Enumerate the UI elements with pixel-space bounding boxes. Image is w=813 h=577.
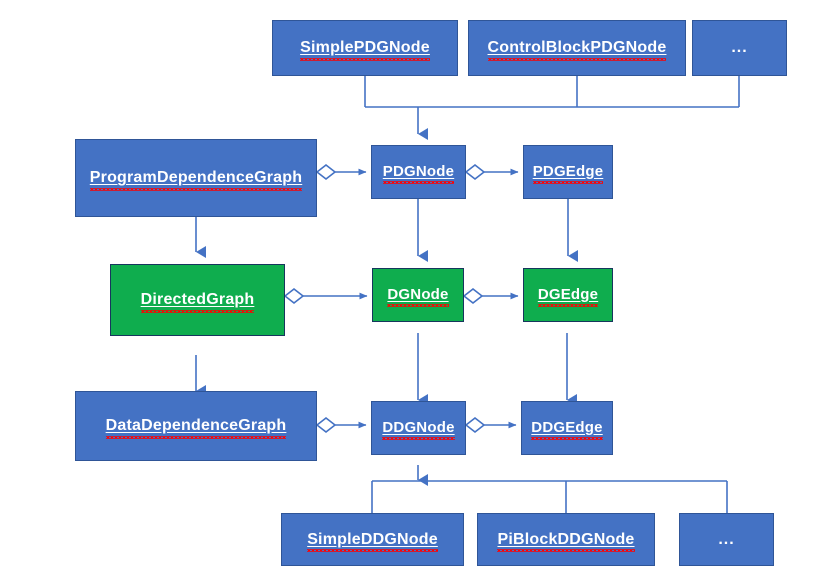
class-box-dgnode[interactable]: DGNode <box>372 268 464 322</box>
class-label: DDGEdge <box>531 418 604 440</box>
class-box-ddgnode[interactable]: DDGNode <box>371 401 466 455</box>
class-box-simplepdgnode[interactable]: SimplePDGNode <box>272 20 458 76</box>
class-label: SimplePDGNode <box>300 39 430 61</box>
aggregation-pdg-pdgnode <box>315 163 367 181</box>
class-label: DGNode <box>387 285 449 307</box>
class-box-pdgedge[interactable]: PDGEdge <box>523 145 613 199</box>
class-box-pdgnode[interactable]: PDGNode <box>371 145 466 199</box>
aggregation-ddg-ddgnode <box>315 416 367 434</box>
class-box-simpleddgnode[interactable]: SimpleDDGNode <box>281 513 464 566</box>
aggregation-pdgnode-pdgedge <box>464 163 519 181</box>
class-box-top-ellipsis[interactable]: ... <box>692 20 787 76</box>
class-label: SimpleDDGNode <box>307 530 438 552</box>
inheritance-bus-ddgnode <box>371 465 728 513</box>
class-box-controlblockpdgnode[interactable]: ControlBlockPDGNode <box>468 20 686 76</box>
aggregation-dgnode-dgedge <box>462 287 519 305</box>
class-box-dgedge[interactable]: DGEdge <box>523 268 613 322</box>
class-label: PDGEdge <box>532 162 604 184</box>
class-box-bottom-ellipsis[interactable]: ... <box>679 513 774 566</box>
class-label: ProgramDependenceGraph <box>89 169 303 191</box>
class-box-directedgraph[interactable]: DirectedGraph <box>110 264 285 336</box>
class-label: DDGNode <box>382 418 455 440</box>
class-label: ... <box>718 530 735 548</box>
class-box-piblockddgnode[interactable]: PiBlockDDGNode <box>477 513 655 566</box>
aggregation-directedgraph-dgnode <box>283 287 368 305</box>
class-label: ControlBlockPDGNode <box>487 39 667 61</box>
class-label: PiBlockDDGNode <box>497 530 635 552</box>
class-box-ddgedge[interactable]: DDGEdge <box>521 401 613 455</box>
aggregation-ddgnode-ddgedge <box>464 416 517 434</box>
class-label: DGEdge <box>537 285 599 307</box>
class-box-datadependencegraph[interactable]: DataDependenceGraph <box>75 391 317 461</box>
class-box-programdependencegraph[interactable]: ProgramDependenceGraph <box>75 139 317 217</box>
class-label: ... <box>731 39 748 57</box>
class-label: PDGNode <box>382 162 455 184</box>
inheritance-bus-pdgnode <box>364 76 740 140</box>
class-label: DataDependenceGraph <box>105 417 287 439</box>
class-label: DirectedGraph <box>140 291 255 313</box>
